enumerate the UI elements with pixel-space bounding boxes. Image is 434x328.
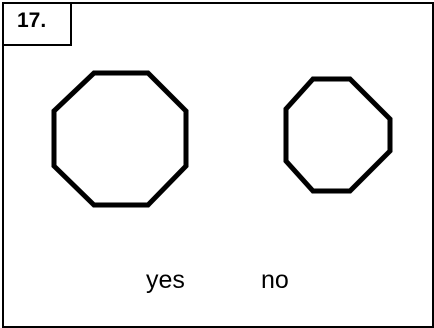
question-number-box [4,4,72,46]
question-number: 17. [17,9,47,32]
answer-no[interactable]: no [261,266,289,294]
large-octagon-icon [51,70,189,208]
small-octagon-icon [283,76,393,194]
answer-yes[interactable]: yes [146,266,185,294]
